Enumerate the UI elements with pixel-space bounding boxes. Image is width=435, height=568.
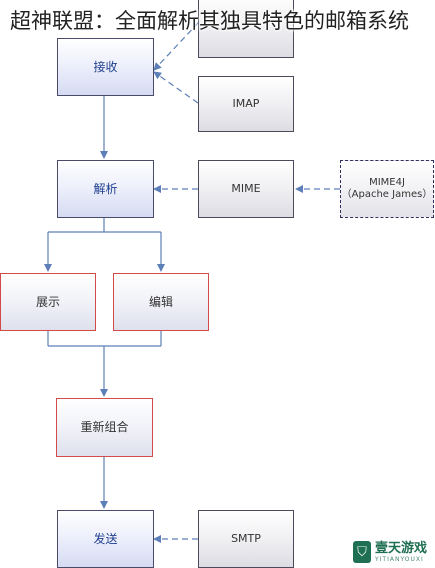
watermark-subtext: YITIANYOUXI: [374, 555, 424, 563]
node-smtp-label: SMTP: [231, 532, 261, 546]
node-mime-label: MIME: [231, 182, 261, 196]
watermark-logo: ⛉ 壹天游戏 YITIANYOUXI: [350, 539, 429, 565]
node-send-label: 发送: [93, 531, 118, 546]
node-edit-label: 编辑: [148, 294, 173, 309]
page-title: 超神联盟：全面解析其独具特色的邮箱系统: [10, 9, 409, 33]
node-edit: 编辑: [113, 273, 209, 331]
watermark-name: 壹天游戏: [374, 540, 427, 556]
node-pop3: [198, 0, 294, 58]
node-mime4j-label: MIME4J: [369, 176, 405, 188]
node-send: 发送: [57, 510, 154, 568]
node-recombine: 重新组合: [56, 398, 153, 457]
node-display-label: 展示: [35, 294, 60, 309]
node-imap-label: IMAP: [232, 97, 260, 111]
node-mime4j-sublabel: （Apache James）: [341, 189, 433, 200]
node-recombine-label: 重新组合: [80, 420, 129, 434]
node-parse: 解析: [57, 160, 154, 218]
node-imap: IMAP: [198, 76, 294, 132]
watermark-text-group: 壹天游戏 YITIANYOUXI: [374, 540, 427, 563]
watermark-icon: ⛉: [352, 541, 371, 563]
node-receive-label: 接收: [93, 59, 118, 74]
node-display: 展示: [0, 273, 96, 331]
node-mime4j: MIME4J （Apache James）: [340, 160, 434, 218]
node-mime: MIME: [198, 160, 294, 218]
node-receive: 接收: [57, 38, 154, 96]
node-parse-label: 解析: [93, 181, 118, 196]
node-smtp: SMTP: [198, 510, 294, 568]
arrow-imap-receive: [153, 71, 199, 104]
